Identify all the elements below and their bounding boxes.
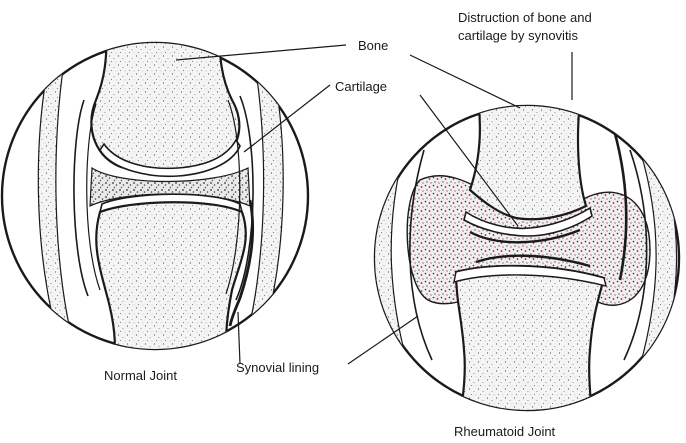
rheumatoid-joint-illustration: [374, 100, 679, 420]
normal-lower-bone: [96, 202, 246, 380]
label-cartilage: Cartilage: [335, 79, 387, 94]
label-destruction-line1: Distruction of bone and: [458, 10, 592, 25]
ra-lower-bone: [456, 266, 604, 420]
label-bone: Bone: [358, 38, 388, 53]
label-destruction-line2: cartilage by synovitis: [458, 28, 578, 43]
normal-joint-illustration: [2, 20, 308, 380]
label-normal-joint: Normal Joint: [104, 368, 177, 383]
label-synovial-lining: Synovial lining: [236, 360, 319, 375]
ra-upper-bone: [470, 100, 586, 219]
label-rheumatoid-joint: Rheumatoid Joint: [454, 424, 556, 439]
bone-leader-ra: [410, 55, 520, 108]
